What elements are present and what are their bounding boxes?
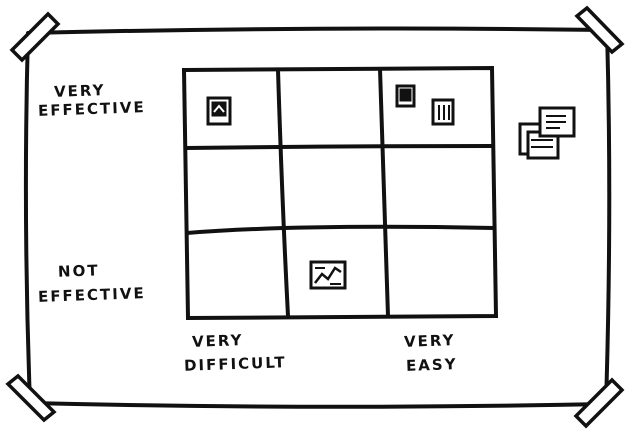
grid-hline-2 bbox=[185, 224, 496, 235]
tape-bottom-left bbox=[5, 373, 57, 423]
effort-impact-grid bbox=[181, 65, 499, 321]
x-axis-right-label-line2: EASY bbox=[405, 355, 458, 375]
grid-hline-1 bbox=[184, 144, 494, 150]
note-stack-icon bbox=[518, 106, 576, 160]
picture-note-icon bbox=[395, 84, 416, 108]
x-axis-left-label-line1: VERY bbox=[191, 331, 244, 351]
tape-top-left bbox=[9, 11, 61, 63]
grid-outline bbox=[181, 65, 499, 321]
chart-note-icon bbox=[309, 260, 347, 290]
y-axis-bottom-label-line2: EFFECTIVE bbox=[37, 284, 146, 306]
x-axis-left-label-line2: DIFFICULT bbox=[183, 353, 287, 375]
poster-border bbox=[23, 26, 612, 409]
document-note-icon bbox=[431, 98, 455, 126]
y-axis-top-label-line2: EFFECTIVE bbox=[37, 98, 146, 120]
picture-note-icon bbox=[206, 96, 232, 126]
y-axis-bottom-label-line1: NOT bbox=[57, 261, 100, 281]
grid-vline-1 bbox=[276, 68, 290, 318]
tape-top-right bbox=[574, 5, 625, 55]
y-axis-top-label-line1: VERY bbox=[53, 81, 106, 101]
tape-bottom-right bbox=[573, 377, 625, 429]
x-axis-right-label-line1: VERY bbox=[403, 331, 456, 351]
grid-vline-2 bbox=[378, 67, 390, 318]
